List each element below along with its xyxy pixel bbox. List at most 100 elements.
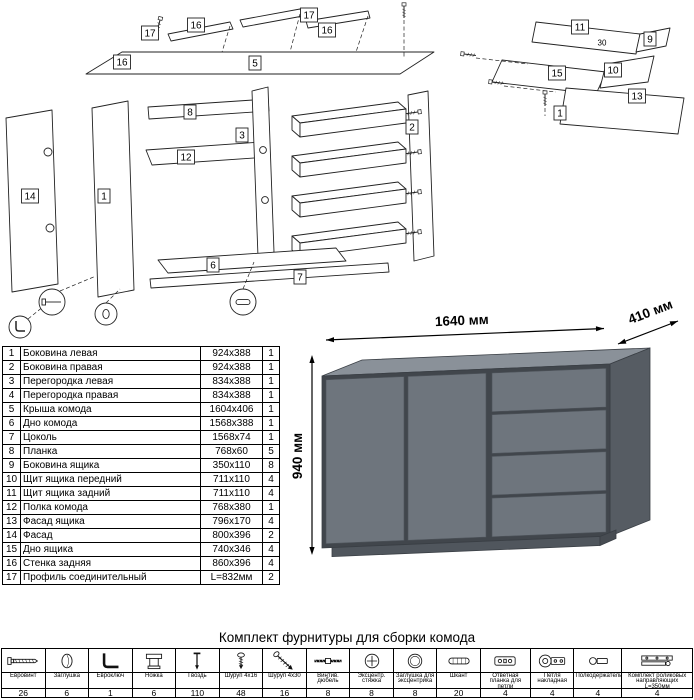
hardware-item-name: Эксцентр. стяжка — [350, 672, 393, 688]
part-name: Дно комода — [20, 416, 201, 431]
hardware-item-qty: 8 — [350, 688, 393, 698]
part-qty: 1 — [262, 500, 280, 515]
hardware-item-qty: 110 — [176, 688, 219, 698]
dresser-plinth-side — [599, 529, 617, 547]
dresser-body — [321, 347, 651, 558]
part-label: 1 — [97, 188, 111, 204]
part-label: 16 — [187, 17, 205, 33]
door-left — [325, 376, 405, 545]
part-number: 17 — [2, 570, 21, 585]
drawer-back-panel — [531, 21, 641, 55]
part-qty: 1 — [262, 388, 280, 403]
hinge-plate-icon — [481, 649, 530, 672]
part-number: 16 — [2, 556, 21, 571]
part-name: Полка комода — [20, 500, 201, 515]
part-number: 12 — [2, 500, 21, 515]
bottom-panel — [157, 247, 347, 274]
dimension-arrows — [309, 320, 679, 555]
part-label: 11 — [571, 19, 589, 35]
hardware-item-qty: 6 — [132, 688, 176, 698]
part-size: 924x388 — [200, 360, 263, 375]
part-label: 30 — [598, 39, 607, 48]
hex-key-icon — [15, 321, 25, 332]
dowel-screw-icon — [307, 649, 350, 672]
part-label-text: 16 — [116, 58, 128, 69]
roller-guide-icon — [622, 649, 692, 672]
guide-lines — [27, 13, 557, 320]
part-size: 800x396 — [200, 528, 263, 543]
part-size: 1568x74 — [200, 430, 263, 445]
part-qty: 5 — [262, 444, 280, 459]
plug-icon — [46, 649, 89, 672]
part-label-text: 17 — [144, 29, 156, 40]
part-qty: 2 — [262, 528, 280, 543]
part-number: 15 — [2, 542, 21, 557]
hardware-item-qty: 26 — [2, 688, 45, 698]
part-number: 6 — [2, 416, 21, 431]
part-name: Боковина правая — [20, 360, 201, 375]
partition-panel — [251, 86, 275, 258]
part-label-text: 12 — [180, 153, 192, 164]
part-size: 924x388 — [200, 346, 263, 361]
part-label: 14 — [21, 188, 39, 204]
part-size: 768x60 — [200, 444, 263, 459]
screw-small-icon — [220, 649, 263, 672]
part-number: 13 — [2, 514, 21, 529]
hardware-item-name: Комплект роликовых направляющих L=350мм — [622, 672, 692, 688]
hardware-item-qty: 48 — [219, 688, 263, 698]
hardware-item-name: Шуруп 4x16 — [219, 672, 263, 688]
part-name: Фасад ящика — [20, 514, 201, 529]
part-qty: 1 — [262, 402, 280, 417]
hardware-item-qty: 4 — [530, 688, 574, 698]
part-qty: 8 — [262, 458, 280, 473]
part-number: 3 — [2, 374, 21, 389]
drawer-front-1 — [491, 367, 607, 413]
plinth-panel — [149, 262, 390, 289]
part-label: 16 — [113, 54, 131, 70]
leg-icon — [133, 649, 176, 672]
hardware-item-qty: 16 — [263, 688, 306, 698]
part-name: Дно ящика — [20, 542, 201, 557]
part-qty: 1 — [262, 374, 280, 389]
nail-icon — [176, 649, 219, 672]
part-label-text: 1 — [557, 109, 563, 120]
part-name: Боковина левая — [20, 346, 201, 361]
part-qty: 4 — [262, 486, 280, 501]
part-size: 768x380 — [200, 500, 263, 515]
part-label-text: 15 — [551, 69, 563, 80]
hinge-icon — [531, 649, 574, 672]
part-label-text: 9 — [647, 35, 653, 46]
part-size: 834x388 — [200, 374, 263, 389]
part-label-text: 13 — [631, 92, 643, 103]
product-render: 1640 мм 410 мм 940 мм — [292, 298, 679, 558]
part-label: 12 — [177, 149, 195, 165]
part-number: 10 — [2, 472, 21, 487]
hardware-item-qty: 8 — [306, 688, 350, 698]
part-name: Стенка задняя — [20, 556, 201, 571]
drawer-box — [291, 141, 407, 178]
part-size: 711x110 — [200, 472, 263, 487]
part-label-text: 16 — [190, 21, 202, 32]
height-dimension-label: 940 мм — [292, 433, 305, 479]
plug-icon — [102, 308, 110, 320]
